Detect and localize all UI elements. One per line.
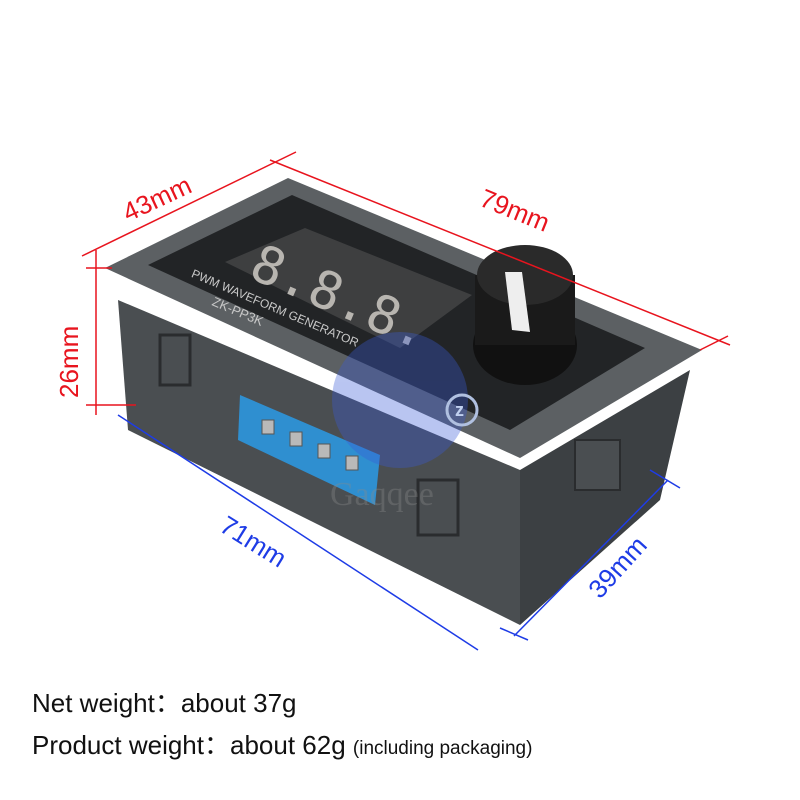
dimension-71mm: 71mm xyxy=(215,510,292,574)
svg-text:Gaqqee: Gaqqee xyxy=(330,476,434,513)
side-clip xyxy=(158,333,192,387)
svg-text:z: z xyxy=(455,400,464,420)
weight-info: Net weight：about 37g Product weight：abou… xyxy=(32,682,532,770)
product-weight-note: (including packaging) xyxy=(352,738,533,759)
watermark-logo: Gaqqee xyxy=(330,332,468,513)
dimension-79mm: 79mm xyxy=(476,183,554,238)
net-weight-value: about 37g xyxy=(180,688,297,718)
knob[interactable] xyxy=(473,245,577,385)
power-rotate-icon: z xyxy=(445,393,479,427)
dimension-26mm: 26mm xyxy=(54,326,84,398)
side-clip xyxy=(416,478,460,537)
side-clip xyxy=(574,439,621,491)
device-body-right xyxy=(520,370,690,625)
terminal-screws xyxy=(261,419,359,471)
dimension-lines-top xyxy=(81,151,731,415)
product-weight-value: about 62g xyxy=(229,730,346,760)
product-weight-label: Product weight： xyxy=(32,730,230,760)
dimension-lines-bottom xyxy=(117,414,681,651)
net-weight: Net weight：about 37g xyxy=(32,682,532,724)
net-weight-label: Net weight： xyxy=(32,688,181,718)
product-weight: Product weight：about 62g (including pack… xyxy=(32,724,532,770)
display-window xyxy=(225,228,472,348)
